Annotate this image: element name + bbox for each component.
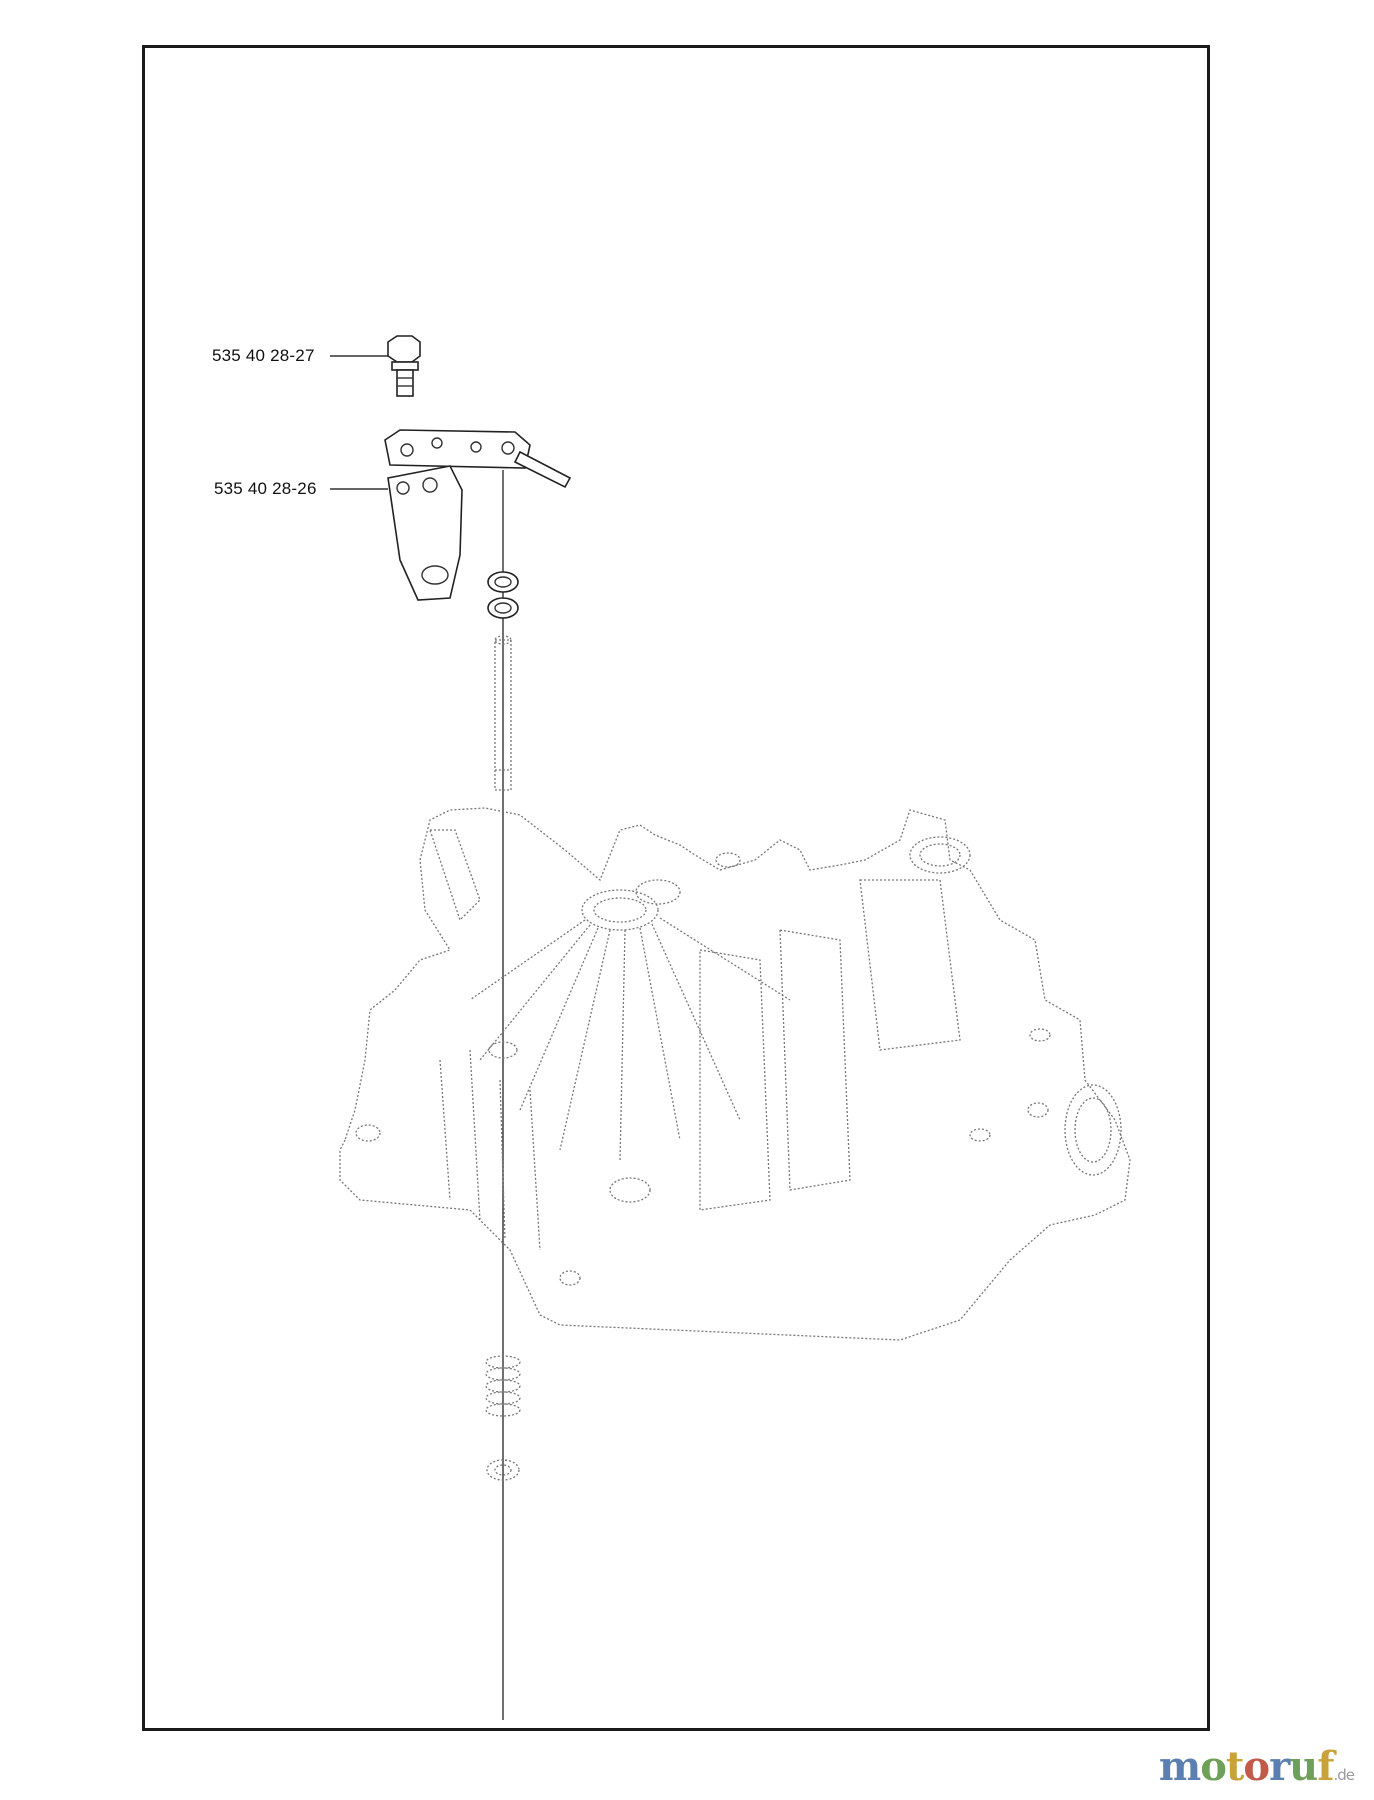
- watermark-letter: o: [1200, 1743, 1227, 1790]
- watermark-suffix: .de: [1333, 1766, 1355, 1784]
- bracket-part: [387, 465, 463, 601]
- lever-arm-part: [384, 429, 572, 489]
- watermark-letter: t: [1225, 1743, 1245, 1790]
- spring-part: [485, 1355, 521, 1417]
- bolt-part: [387, 335, 421, 397]
- transmission-housing: [339, 807, 1131, 1341]
- watermark-logo: motoruf.de: [1158, 1743, 1355, 1790]
- watermark-letter: m: [1158, 1743, 1201, 1790]
- watermark-letter: r: [1269, 1743, 1290, 1790]
- callout-label-bolt: 535 40 28-27: [212, 346, 315, 365]
- watermark-letter: f: [1317, 1743, 1334, 1790]
- lower-washer-part: [486, 1459, 520, 1481]
- diagram-frame: [142, 45, 1210, 1731]
- watermark-letter: o: [1243, 1743, 1270, 1790]
- shaft-part: [494, 635, 512, 791]
- washer-pair: [487, 571, 519, 619]
- watermark-letter: u: [1289, 1743, 1318, 1790]
- callout-label-bracket: 535 40 28-26: [214, 479, 317, 498]
